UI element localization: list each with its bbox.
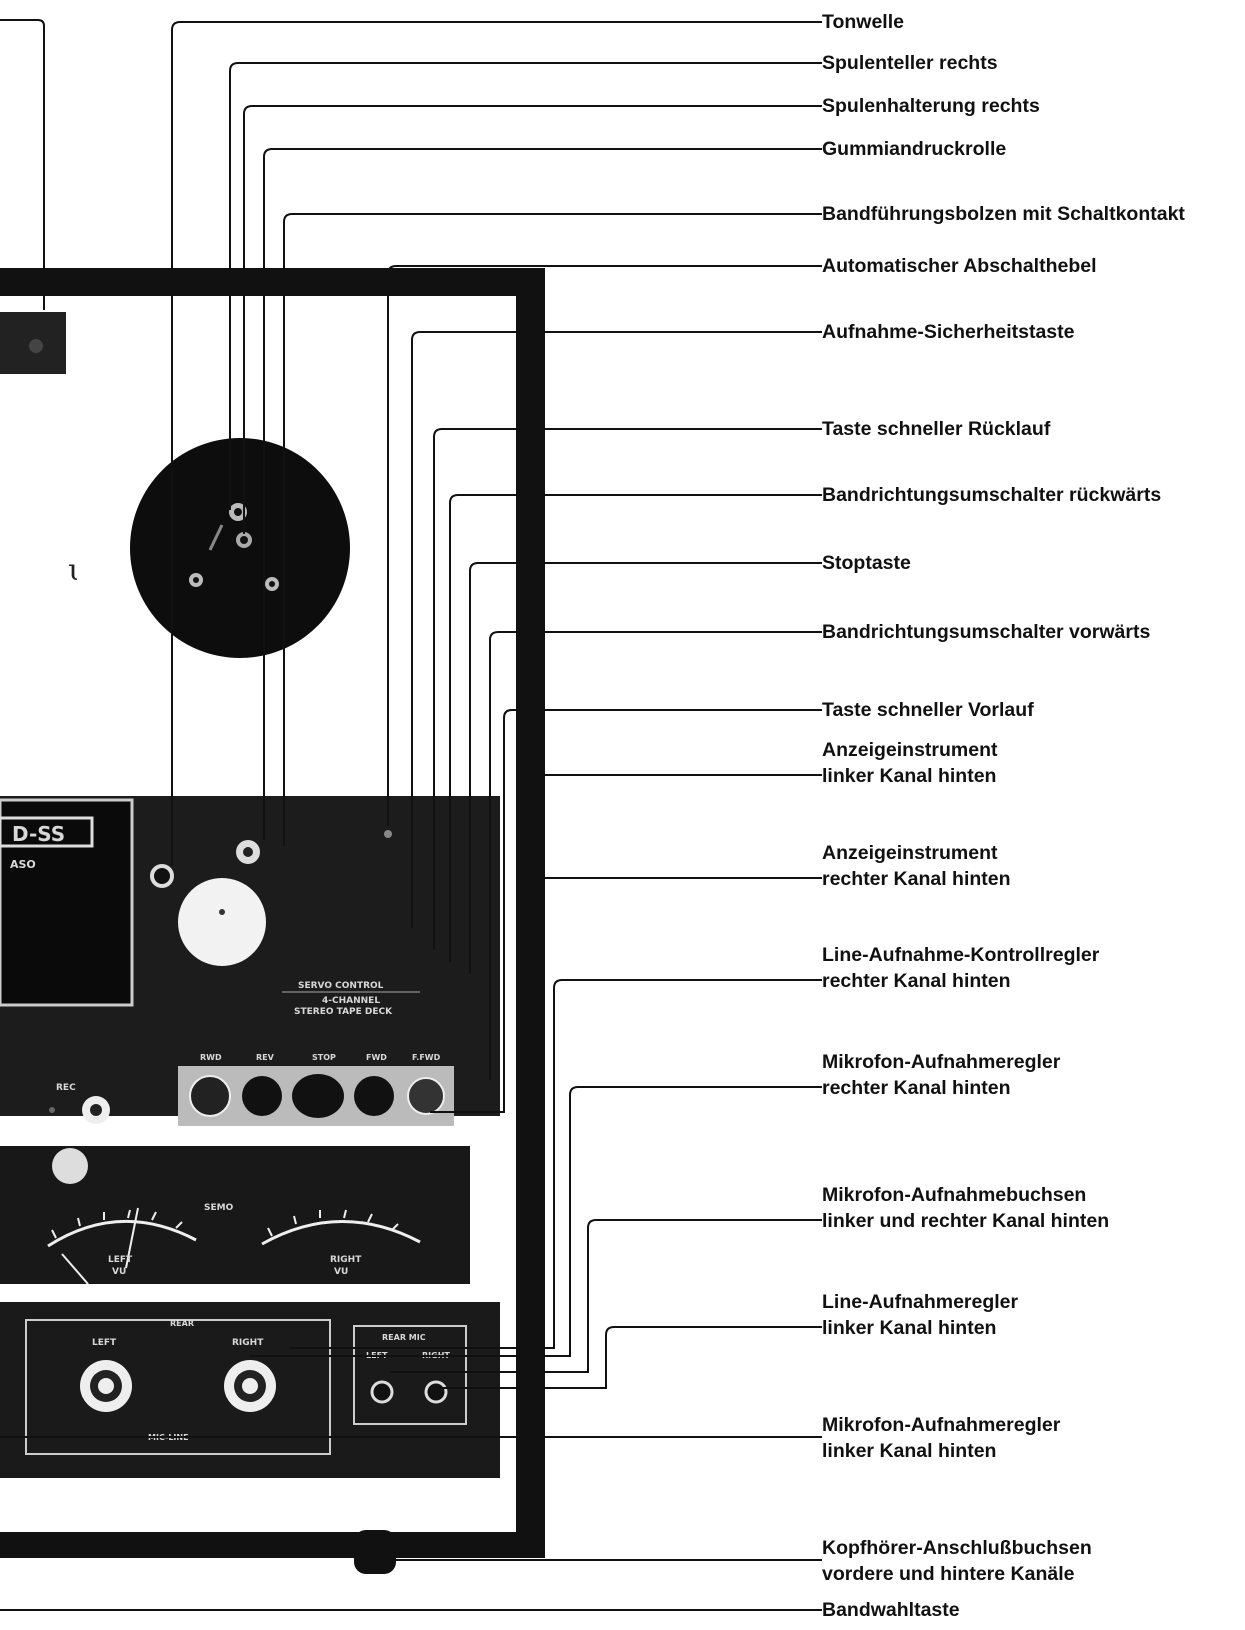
leader-lines <box>0 19 822 1611</box>
knob-right <box>224 1360 276 1412</box>
callout-bandrichtung-vorwaerts: Bandrichtungsumschalter vorwärts <box>822 621 1151 643</box>
vu-meter-left: LEFT VU <box>47 1207 197 1285</box>
callout-anzeige-rechts-hinten: Anzeigeinstrument rechter Kanal hinten <box>822 842 1011 890</box>
knob-left <box>80 1360 132 1412</box>
knob-right-label: RIGHT <box>232 1338 264 1348</box>
vu-right-unit: VU <box>334 1267 348 1277</box>
callout-anzeige-links-hinten: Anzeigeinstrument linker Kanal hinten <box>822 739 998 787</box>
btn-label-rwd: RWD <box>200 1053 222 1062</box>
jack-title-label: REAR MIC <box>382 1333 426 1342</box>
vu-right-label: RIGHT <box>330 1255 362 1265</box>
callout-stoptaste: Stoptaste <box>822 552 911 574</box>
callout-bandwahltaste: Bandwahltaste <box>822 1599 960 1621</box>
panel-channel-label: 4-CHANNEL <box>322 996 380 1006</box>
transport-buttons: RWD REV STOP FWD F.FWD <box>189 1053 445 1118</box>
vu-meter-right: RIGHT VU <box>261 1209 421 1277</box>
rec-label: REC <box>56 1083 76 1093</box>
callout-spulenhalterung-rechts: Spulenhalterung rechts <box>822 95 1040 117</box>
callout-abschalthebel: Automatischer Abschalthebel <box>822 255 1097 277</box>
callout-line-kontrollregler-rechts: Line-Aufnahme-Kontrollregler rechter Kan… <box>822 944 1100 992</box>
knob-left-label: LEFT <box>92 1338 117 1348</box>
callout-line-regler-links: Line-Aufnahmeregler linker Kanal hinten <box>822 1291 1019 1339</box>
btn-label-fwd: FWD <box>366 1053 387 1062</box>
callout-tonwelle: Tonwelle <box>822 11 904 33</box>
panel-deck-label: STEREO TAPE DECK <box>294 1007 393 1017</box>
callout-kopfhoerer-buchsen: Kopfhörer-Anschlußbuchsen vordere und hi… <box>822 1537 1092 1585</box>
callout-gummiandruckrolle: Gummiandruckrolle <box>822 138 1007 160</box>
model-sub-label: ASO <box>10 858 36 871</box>
vu-brand-label: SEMO <box>204 1203 234 1213</box>
callout-taste-schneller-vorlauf: Taste schneller Vorlauf <box>822 699 1034 721</box>
svg-text:ɩ: ɩ <box>68 553 80 588</box>
callout-bandrichtung-rueckwaerts: Bandrichtungsumschalter rückwärts <box>822 484 1162 506</box>
vu-left-unit: VU <box>112 1267 126 1277</box>
callout-mikrofon-regler-rechts: Mikrofon-Aufnahmeregler rechter Kanal hi… <box>822 1051 1061 1099</box>
callout-taste-schneller-ruecklauf: Taste schneller Rücklauf <box>822 418 1051 440</box>
vu-left-label: LEFT <box>108 1255 133 1265</box>
callout-bandfuehrungsbolzen: Bandführungsbolzen mit Schaltkontakt <box>822 203 1185 225</box>
model-label: D-SS <box>12 822 65 846</box>
reel-table <box>130 438 350 658</box>
callout-mikrofon-buchsen: Mikrofon-Aufnahmebuchsen linker und rech… <box>822 1184 1110 1232</box>
callout-aufnahme-sicherheitstaste: Aufnahme-Sicherheitstaste <box>822 321 1075 343</box>
callout-mikrofon-regler-links: Mikrofon-Aufnahmeregler linker Kanal hin… <box>822 1414 1061 1462</box>
callout-spulenteller-rechts: Spulenteller rechts <box>822 52 998 74</box>
tape-deck-photo: ɩ D-SS ASO SERVO CONTROL 4-CHANNEL STERE… <box>0 268 545 1574</box>
btn-label-ffwd: F.FWD <box>412 1053 441 1062</box>
rear-title-label: REAR <box>170 1319 194 1328</box>
panel-servo-label: SERVO CONTROL <box>298 981 384 991</box>
btn-label-rev: REV <box>256 1053 275 1062</box>
btn-label-stop: STOP <box>312 1053 336 1062</box>
